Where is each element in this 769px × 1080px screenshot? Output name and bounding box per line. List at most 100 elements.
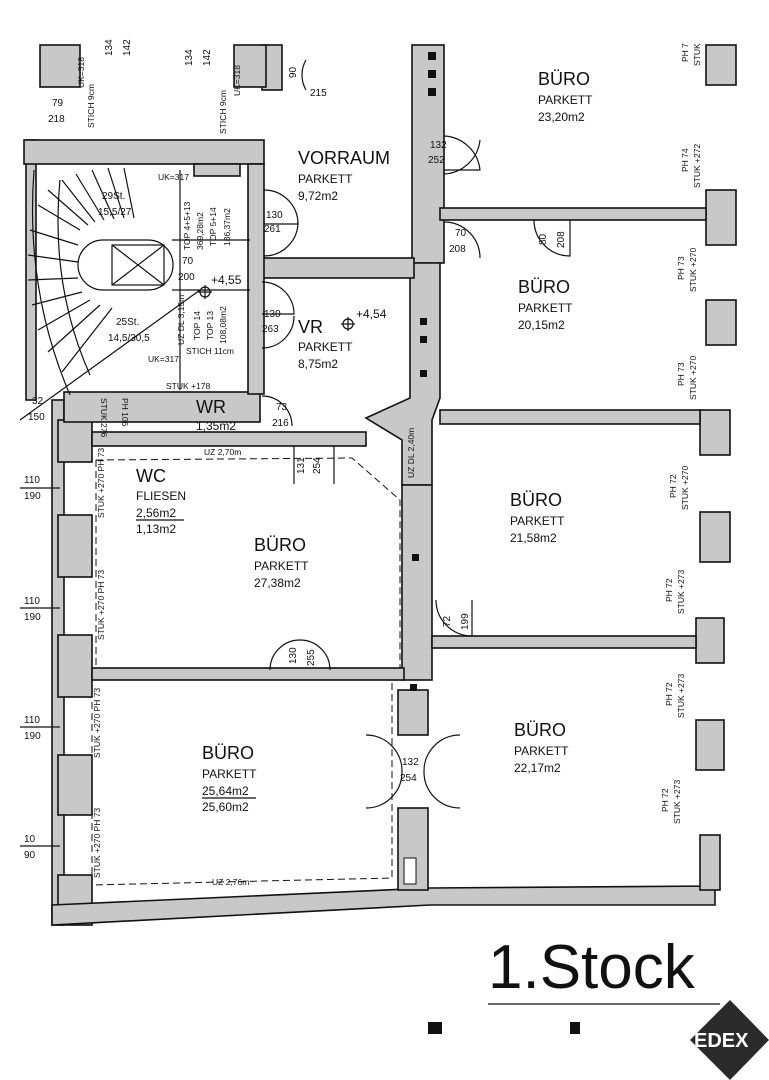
room-area-2: 25,60m2 bbox=[202, 800, 249, 814]
note-uz-276: UZ 2,76m bbox=[212, 877, 249, 887]
note-val-200: 200 bbox=[178, 272, 195, 283]
room-buro-5: BÜRO PARKETT 25,64m2 25,60m2 bbox=[202, 743, 257, 814]
note-uz-dl-315: UZ DL 3,15m bbox=[176, 295, 186, 345]
note-ph-top: PH 7 bbox=[680, 43, 690, 62]
outer-wall-right bbox=[695, 719, 725, 771]
wall-h bbox=[439, 409, 701, 425]
outer-wall-right bbox=[699, 511, 731, 563]
door-80-208-h: 208 bbox=[556, 231, 567, 248]
note-uz-270: UZ 2,70m bbox=[204, 447, 241, 457]
note-ph72: PH 72 bbox=[664, 682, 674, 706]
window-dim-b: 190 bbox=[24, 731, 41, 742]
room-name: WR bbox=[196, 397, 226, 417]
door-70-208-w: 70 bbox=[455, 228, 467, 239]
note-ph74: PH 74 bbox=[680, 148, 690, 172]
room-floor: PARKETT bbox=[538, 93, 593, 107]
outer-wall-right bbox=[695, 617, 725, 664]
note-stuk-ph-buro: STUK +270 PH 73 bbox=[96, 570, 106, 640]
room-area: 22,17m2 bbox=[514, 761, 561, 775]
wall-h bbox=[91, 431, 367, 447]
walls bbox=[23, 44, 737, 926]
note-uk318: UK=318 bbox=[76, 57, 86, 88]
top-dim: 142 bbox=[202, 49, 213, 66]
note-ph72: PH 72 bbox=[660, 788, 670, 812]
pier bbox=[57, 514, 93, 578]
note-stuk270: STUK +270 bbox=[688, 248, 698, 292]
top-dim: 134 bbox=[184, 49, 195, 66]
note-stuk-276: STUK 276 bbox=[99, 398, 109, 437]
door-90-h: 215 bbox=[310, 88, 327, 99]
note-ph73: PH 73 bbox=[676, 362, 686, 386]
note-stich9: STICH 9cm bbox=[218, 90, 228, 134]
note-level-455: +4,55 bbox=[211, 273, 242, 287]
door-132-252-w: 132 bbox=[430, 140, 447, 151]
note-stuk-top: STUK bbox=[692, 43, 702, 66]
door-130-263-w: 130 bbox=[264, 309, 281, 320]
room-floor: PARKETT bbox=[518, 301, 573, 315]
floor-title: 1.Stock bbox=[488, 933, 696, 1002]
note-ph72: PH 72 bbox=[664, 578, 674, 602]
note-ph73: PH 73 bbox=[676, 256, 686, 280]
note-stuk270: STUK +270 bbox=[680, 466, 690, 510]
door-130-255-w: 130 bbox=[288, 647, 299, 664]
outer-wall-right bbox=[705, 189, 737, 246]
note-top-4-13: TOP 4+5+13 bbox=[182, 201, 192, 250]
window-dim-a: 110 bbox=[24, 596, 40, 607]
door-90-w: 90 bbox=[288, 66, 299, 78]
note-stuk273: STUK +273 bbox=[676, 674, 686, 718]
room-area: 20,15m2 bbox=[518, 318, 565, 332]
room-name: BÜRO bbox=[518, 277, 570, 297]
note-stuk-ph-buro5b: STUK +270 PH 73 bbox=[92, 808, 102, 878]
wall-h bbox=[91, 667, 405, 681]
window-dim-b: 150 bbox=[28, 412, 45, 423]
room-name: BÜRO bbox=[538, 69, 590, 89]
logo-text: EDEX bbox=[694, 1030, 749, 1052]
door-130-263-h: 263 bbox=[262, 324, 279, 335]
wall-h bbox=[261, 257, 415, 279]
outer-wall-right bbox=[699, 834, 721, 891]
room-buro-2: BÜRO PARKETT 20,15m2 bbox=[518, 277, 573, 332]
room-name: BÜRO bbox=[254, 535, 306, 555]
room-buro-4: BÜRO PARKETT 22,17m2 bbox=[514, 720, 569, 775]
central-wall-bottom bbox=[397, 689, 429, 736]
note-uz-dl-240: UZ DL 2,40m bbox=[406, 428, 416, 478]
note-uk318: UK=318 bbox=[232, 65, 242, 96]
note-top-14: TOP 14 bbox=[192, 311, 202, 340]
room-area: 9,72m2 bbox=[298, 189, 338, 203]
room-floor: PARKETT bbox=[514, 744, 569, 758]
room-buro-top: BÜRO PARKETT 23,20m2 bbox=[538, 69, 593, 124]
room-area: 27,38m2 bbox=[254, 576, 301, 590]
wall-h bbox=[431, 635, 697, 649]
staircase: 29St. 15,5/27 25St. 14,5/30,5 UK=317 UK=… bbox=[19, 163, 250, 421]
door-72-199-h: 199 bbox=[460, 613, 471, 630]
level-marker-icon bbox=[341, 317, 355, 331]
wall-h bbox=[23, 139, 265, 165]
pier bbox=[57, 419, 93, 463]
door-132-254-h: 254 bbox=[400, 773, 417, 784]
room-area: 23,20m2 bbox=[538, 110, 585, 124]
wall-v bbox=[247, 163, 265, 395]
room-vorraum: VORRAUM PARKETT 9,72m2 bbox=[298, 148, 390, 203]
level-marker-icon bbox=[198, 285, 212, 299]
room-name: BÜRO bbox=[514, 720, 566, 740]
room-floor: PARKETT bbox=[254, 559, 309, 573]
room-floor: PARKETT bbox=[298, 172, 353, 186]
outer-wall-right bbox=[705, 299, 737, 346]
room-name: BÜRO bbox=[510, 490, 562, 510]
central-wall-mid bbox=[364, 262, 441, 486]
note-stuk-ph-wc: STUK +270 PH 73 bbox=[96, 448, 106, 518]
door-70-208-h: 208 bbox=[449, 244, 466, 255]
room-floor: PARKETT bbox=[510, 514, 565, 528]
title-block: 1.Stock EDEX bbox=[428, 933, 769, 1080]
room-area: 21,58m2 bbox=[510, 531, 557, 545]
central-wall-lower bbox=[401, 484, 433, 681]
room-floor: FLIESEN bbox=[136, 489, 186, 503]
room-vr: VR PARKETT 8,75m2 bbox=[298, 317, 353, 371]
room-name: WC bbox=[136, 466, 166, 486]
window-dim-b: 218 bbox=[48, 114, 65, 125]
note-stich9: STICH 9cm bbox=[86, 84, 96, 128]
doors: 90 215 132 252 130 261 70 208 80 208 130… bbox=[261, 59, 571, 809]
door-80-208-w: 80 bbox=[538, 233, 549, 245]
stair-upper-dim: 15,5/27 bbox=[98, 207, 132, 218]
